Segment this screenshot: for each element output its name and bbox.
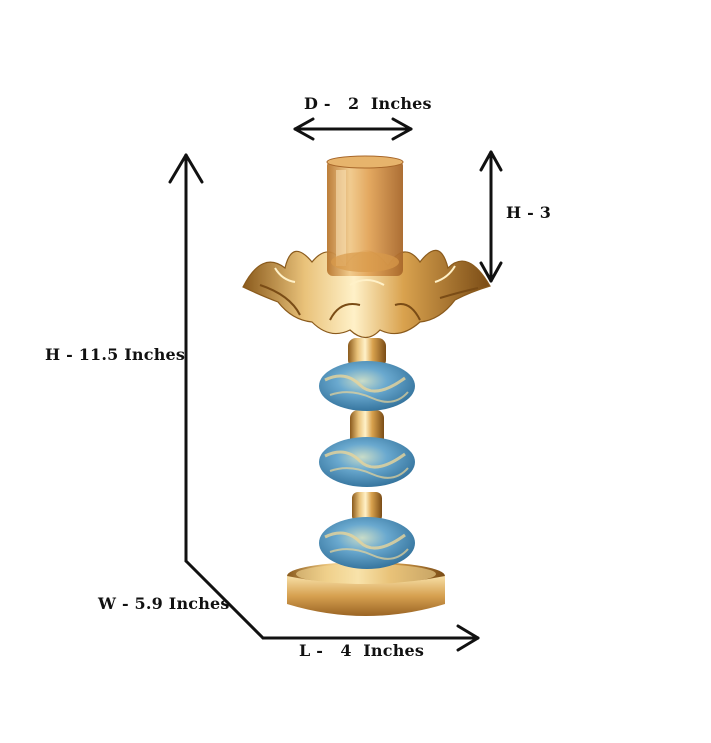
- base-plate-side: [287, 576, 445, 616]
- stem-upper: [348, 338, 386, 368]
- overall-dimension-arrows: [168, 153, 480, 652]
- decorative-crown: [242, 249, 491, 339]
- length-label: L - 4 Inches: [299, 641, 425, 660]
- width-label: W - 5.9 Inches: [98, 594, 230, 613]
- diameter-label: D - 2 Inches: [304, 94, 432, 113]
- shade-height-label: H - 3: [506, 203, 552, 222]
- total-height-label: H - 11.5 Inches: [45, 345, 186, 364]
- ceramic-bead-top: [319, 361, 415, 411]
- dimension-arrows: [168, 117, 503, 652]
- diameter-arrow: [293, 117, 413, 141]
- ceramic-bead-bottom: [319, 517, 415, 569]
- ceramic-bead-middle: [319, 437, 415, 487]
- stem-lower: [352, 492, 382, 522]
- candle-holder-illustration: [242, 155, 491, 616]
- shade-height-arrow: [479, 150, 503, 283]
- glass-chimney: [326, 155, 404, 276]
